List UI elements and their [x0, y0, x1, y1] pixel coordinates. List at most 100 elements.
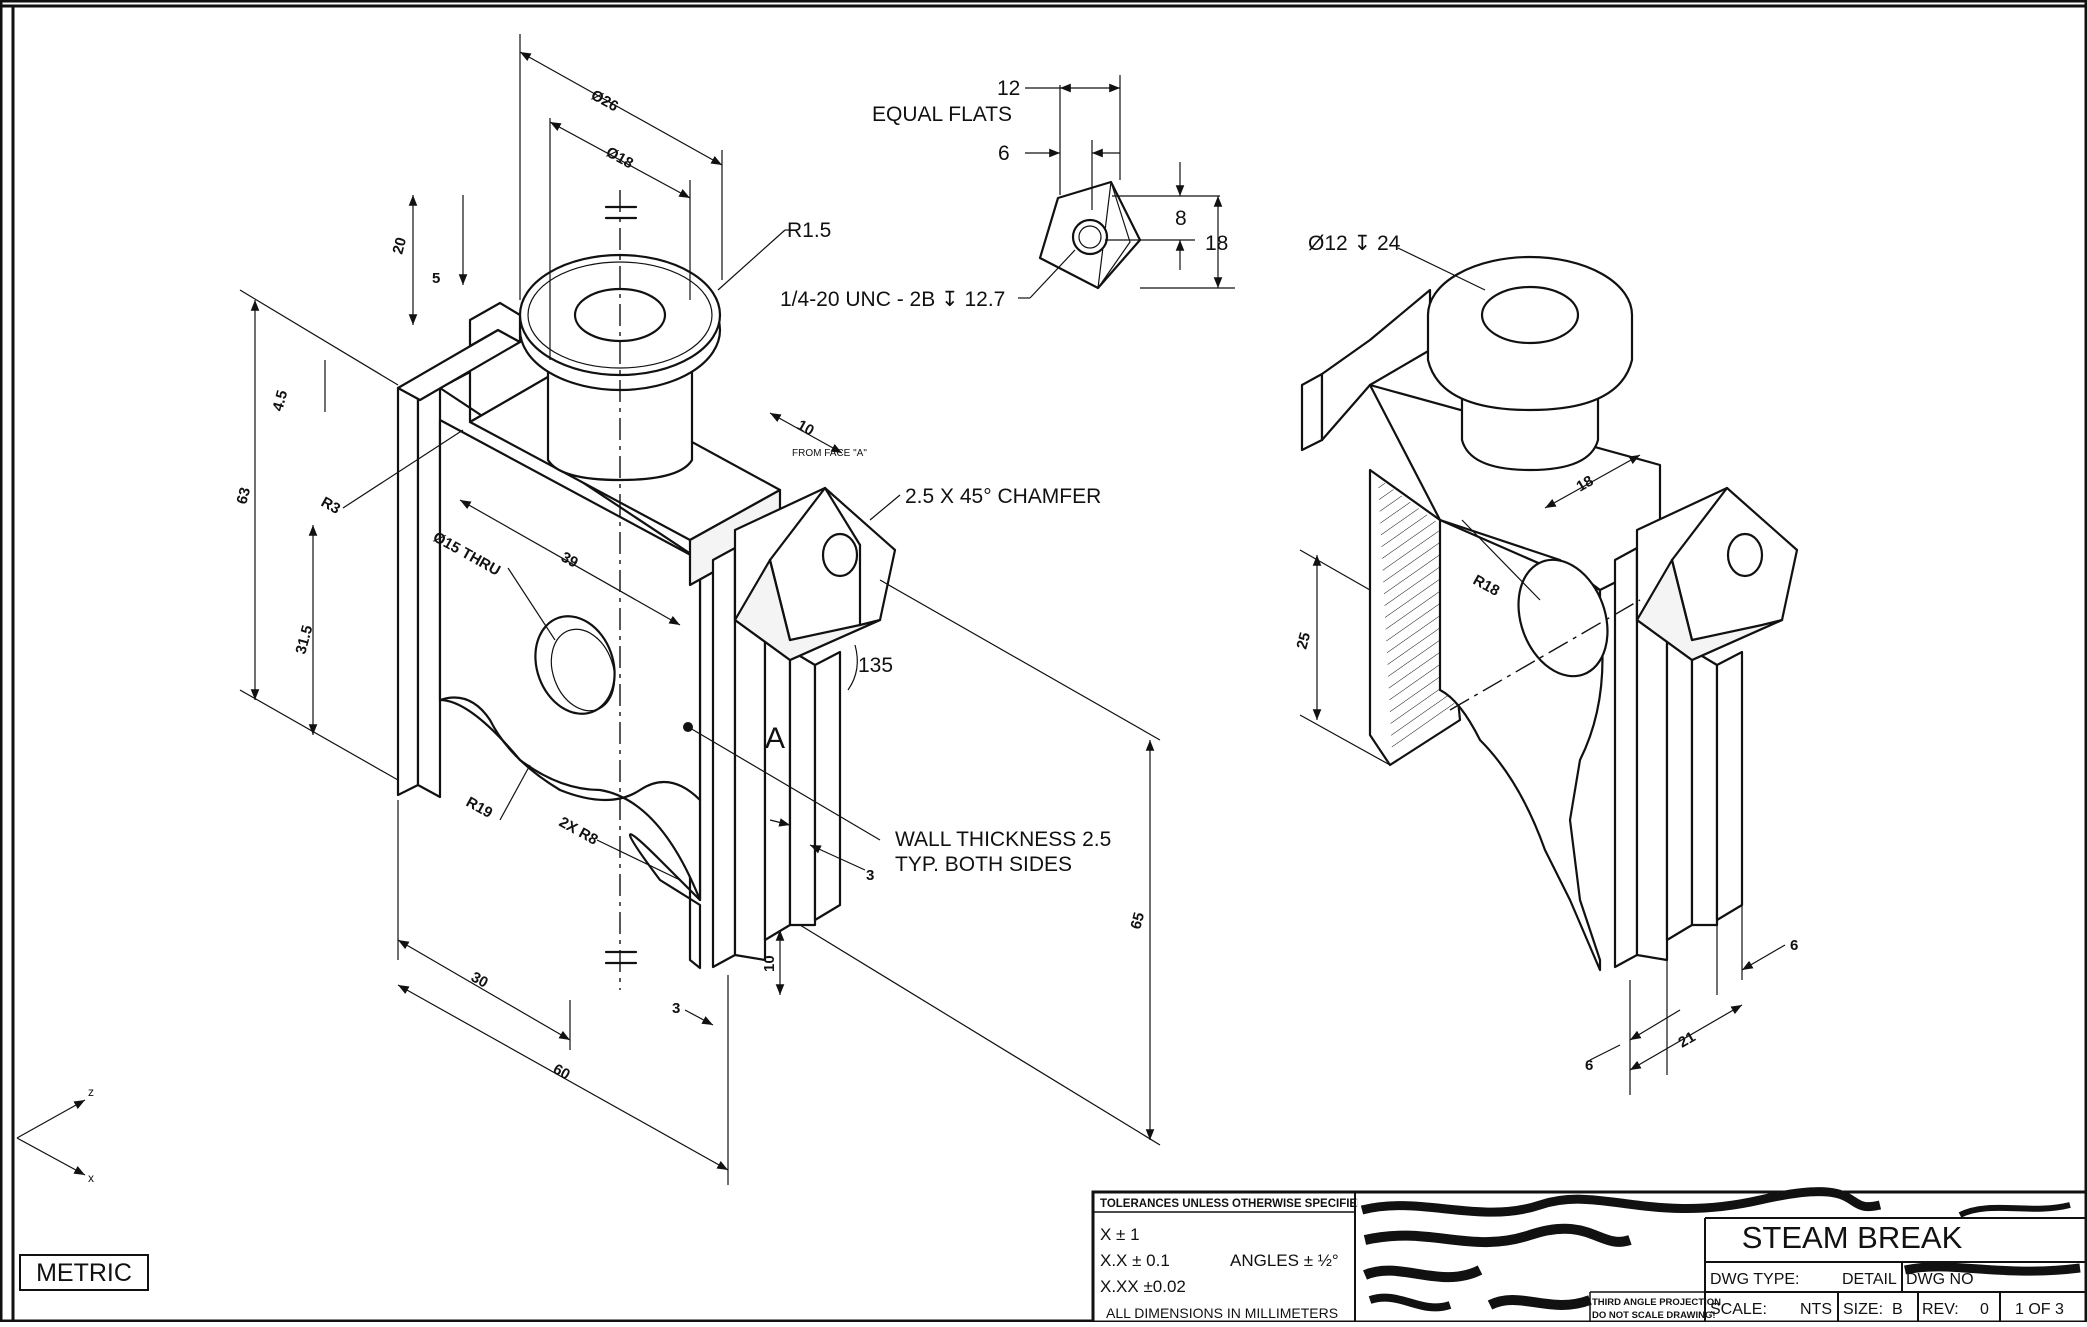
dim-w21: 21 [1676, 1028, 1699, 1051]
scale-value: NTS [1800, 1301, 1832, 1318]
do-not-scale-note: DO NOT SCALE DRAWING! [1592, 1310, 1716, 1321]
dim-d18: Ø18 [603, 144, 636, 173]
left-wall-face [416, 375, 442, 799]
dim-h315: 31.5 [292, 623, 316, 656]
right-wall-rib-edge [813, 650, 842, 922]
wall-arrow [769, 818, 791, 827]
size-label: SIZE: [1843, 1301, 1883, 1318]
dim-line-w39 [459, 499, 681, 626]
tol-xxx: X.XX ±0.02 [1100, 1277, 1186, 1296]
wall-thickness-note: WALL THICKNESS 2.5 [895, 828, 1111, 851]
leader-thread [1029, 249, 1076, 299]
ext-h63-top [239, 289, 399, 386]
right-wall-edge [711, 546, 737, 969]
leader-chamfer [869, 494, 901, 521]
sec-hole [1517, 558, 1609, 678]
boss-fillet [527, 261, 713, 369]
size-value: B [1892, 1301, 1903, 1318]
dim-line-w10 [769, 412, 843, 454]
leader-r8 [596, 839, 681, 881]
z-axis-icon [16, 1099, 86, 1139]
dim-r3: R3 [318, 494, 343, 518]
dim-bore: Ø12 ↧ 24 [1308, 232, 1401, 255]
d15-hole-inner [550, 628, 616, 712]
dim-h18: 18 [1205, 232, 1228, 255]
dim-h65: 65 [1127, 911, 1148, 932]
tolerances-header: TOLERANCES UNLESS OTHERWISE SPECIFIED [1100, 1198, 1365, 1210]
x-axis-label: x [88, 1171, 94, 1185]
dim-h20: 20 [389, 236, 410, 257]
left-rail-tab [468, 301, 522, 348]
scale-label: SCALE: [1710, 1301, 1767, 1318]
main-isometric-view: Ø26 Ø18 R1.5 20 5 4.5 63 R3 39 Ø15 THRU … [233, 34, 1161, 1185]
redaction-scribble-2 [1363, 1223, 1632, 1248]
dim-line-w30 [397, 939, 571, 1041]
redaction-scribble-4 [1368, 1293, 1452, 1312]
dim-w6b: 6 [1790, 937, 1798, 954]
tol-xx: X.X ± 0.1 [1100, 1251, 1170, 1270]
dim-w39: 39 [558, 549, 581, 572]
dim-h63: 63 [233, 486, 254, 507]
hex-edge-2 [768, 558, 792, 642]
ext-h65-top [879, 579, 1161, 741]
ext-h63-bot [239, 689, 399, 781]
sec-hex-edge-1 [1670, 486, 1729, 562]
dim-line-w60 [397, 984, 729, 1171]
wall-thickness-note-2: TYP. BOTH SIDES [895, 853, 1072, 876]
dim-w3: 3 [672, 1000, 680, 1017]
dim-h25: 25 [1293, 631, 1314, 652]
leader-r15 [717, 229, 786, 291]
top-detail-view: 12 EQUAL FLATS 6 8 18 1/4-20 UNC - 2B ↧ … [780, 75, 1235, 311]
section-isometric-view: Ø12 ↧ 24 R18 25 18 6 6 21 [1293, 232, 1798, 1095]
tapped-hole [821, 532, 859, 578]
rev-value: 0 [1980, 1301, 1989, 1318]
title-block: TOLERANCES UNLESS OTHERWISE SPECIFIED X … [1091, 1187, 2087, 1324]
sec-tapped-hole [1726, 532, 1764, 578]
sec-hatch [1378, 478, 1455, 752]
right-wall-rib [788, 648, 817, 927]
dwg-no-label: DWG NO [1906, 1271, 1974, 1288]
tap-hole-inner [1078, 225, 1102, 249]
dim-line-w3 [684, 1009, 714, 1026]
leader-d15 [507, 567, 556, 641]
dim-ang135: 135 [858, 654, 893, 677]
dim-h10: 10 [761, 955, 778, 972]
ext-h25-bot [1299, 714, 1391, 766]
equal-flats-note: EQUAL FLATS [872, 103, 1012, 126]
from-face-note: FROM FACE "A" [792, 448, 867, 459]
x-axis-icon [16, 1137, 86, 1176]
dim-line-w18 [1544, 454, 1641, 509]
sheet-number: 1 OF 3 [2015, 1301, 2064, 1318]
redaction-scribble-5 [1904, 1262, 2081, 1276]
dim-r8: 2X R8 [556, 814, 601, 849]
dim-w6a: 6 [1585, 1057, 1593, 1074]
hex-edge-3 [823, 486, 862, 547]
sec-hex-edge-2 [1670, 558, 1694, 642]
dim-w3b: 3 [866, 867, 874, 884]
leader-r19 [499, 764, 531, 821]
leader-r3 [342, 429, 464, 509]
dwg-type-value: DETAIL [1842, 1271, 1897, 1288]
all-dimensions-note: ALL DIMENSIONS IN MILLIMETERS [1106, 1305, 1338, 1321]
leader-bore [1397, 247, 1486, 291]
dim-r15: R1.5 [787, 219, 831, 242]
projection-note: THIRD ANGLE PROJECTION [1592, 1297, 1721, 1308]
leader-wall [689, 727, 881, 841]
sec-right-rib-edge [1715, 650, 1744, 922]
dim-line-d18 [549, 121, 691, 199]
dim-line-21 [1629, 1004, 1743, 1071]
dim-w10: 10 [794, 417, 817, 440]
sec-left-wall-edge [1300, 372, 1324, 452]
dim-w60: 60 [550, 1061, 573, 1084]
metric-label: METRIC [36, 1259, 132, 1287]
dim-w18: 18 [1574, 472, 1597, 495]
dim-line-6b [1741, 944, 1786, 971]
dim-6a-tail [1589, 1044, 1621, 1061]
dim-w30: 30 [468, 969, 491, 992]
dim-h8: 8 [1175, 207, 1187, 230]
z-axis-label: z [88, 1085, 94, 1099]
redaction-scribble-1 [1360, 1187, 1882, 1217]
hex-edge-1 [768, 486, 827, 562]
dim-w6: 6 [998, 142, 1010, 165]
